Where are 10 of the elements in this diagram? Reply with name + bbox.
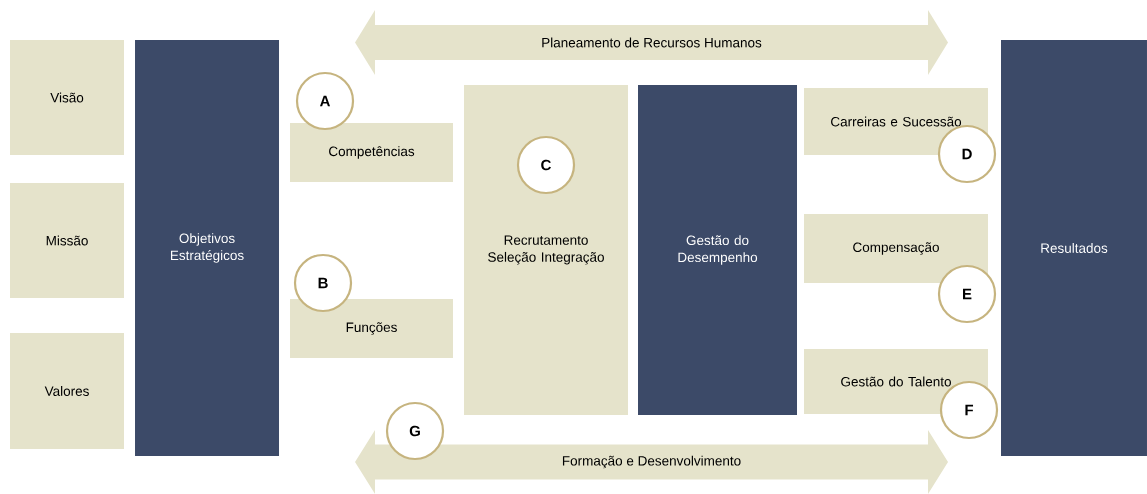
text-box: Funções (290, 299, 453, 358)
text-box: Compensação (804, 214, 988, 283)
text-box: Missão (10, 183, 124, 298)
column-box: Resultados (1001, 40, 1147, 456)
double-arrow-band: Planeamento de Recursos Humanos (355, 10, 948, 75)
column-box: Objetivos Estratégicos (135, 40, 279, 456)
text-box: Visão (10, 40, 124, 155)
text-box: Valores (10, 333, 124, 449)
column-box: Gestão do Desempenho (638, 85, 797, 415)
text-box: Competências (290, 123, 453, 182)
